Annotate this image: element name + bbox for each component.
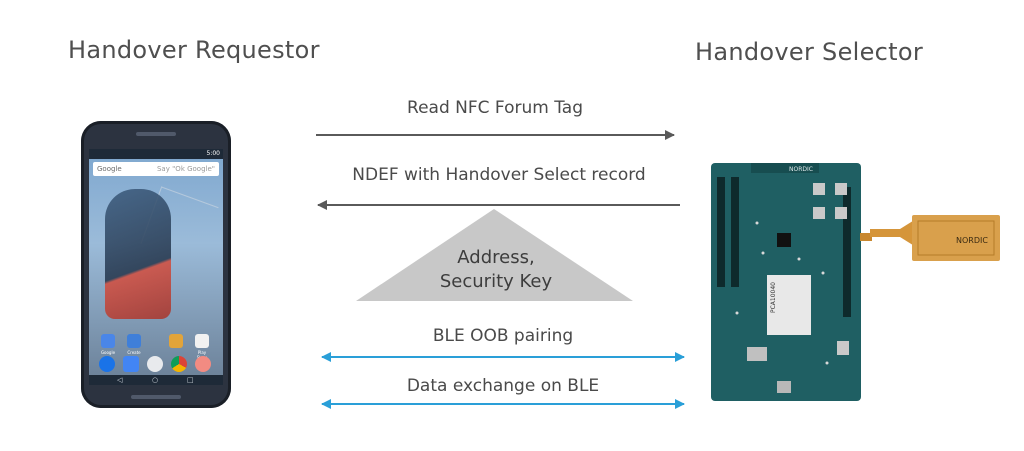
back-icon: ◁: [117, 376, 123, 384]
wallpaper-figure: [105, 189, 171, 319]
phone-status-bar: 5:00: [89, 149, 223, 159]
triangle-label-line1: Address,: [457, 247, 535, 268]
ndef-label: NDEF with Handover Select record: [352, 165, 646, 185]
nfc-antenna-image: NORDIC: [860, 215, 1000, 261]
recents-icon: □: [187, 376, 194, 384]
phone-search-brand: Google: [97, 165, 122, 173]
phone-speaker: [136, 132, 176, 136]
chrome-app-icon: [169, 334, 183, 348]
camera-icon: [195, 356, 211, 372]
triangle-label: Address, Security Key: [384, 246, 608, 294]
create-app-icon: [127, 334, 141, 348]
triangle-label-line2: Security Key: [439, 271, 553, 292]
board-brand-label: NORDIC: [789, 166, 813, 173]
phone-dock: [89, 355, 223, 373]
ble-pairing-label: BLE OOB pairing: [432, 326, 574, 346]
phone-time: 5:00: [206, 150, 220, 157]
board-chip-label: PCA10040: [770, 282, 777, 313]
google-app-icon: [101, 334, 115, 348]
google-app-label: Google: [100, 350, 116, 355]
nfc-dev-board-image: PCA10040 NORDIC: [711, 163, 861, 401]
play-store-icon: [195, 334, 209, 348]
phone-search-hint: Say "Ok Google": [156, 165, 215, 173]
phone-screen: 5:00 Google Say "Ok Google" Google Creat…: [89, 149, 223, 385]
read-tag-label: Read NFC Forum Tag: [407, 98, 583, 118]
app-drawer-icon: [147, 356, 163, 372]
chrome-icon: [171, 356, 187, 372]
selector-heading: Handover Selector: [695, 38, 924, 66]
phone-search-bar: Google Say "Ok Google": [93, 162, 219, 176]
phone-dialer-icon: [99, 356, 115, 372]
antenna-brand-label: NORDIC: [956, 236, 988, 245]
phone-app-row: Google Create Play Store: [95, 334, 217, 360]
messages-icon: [123, 356, 139, 372]
smartphone-image: 5:00 Google Say "Ok Google" Google Creat…: [81, 121, 231, 408]
data-exchange-label: Data exchange on BLE: [406, 376, 600, 396]
create-app-label: Create: [127, 350, 141, 355]
phone-nav-bar: ◁ ○ □: [89, 375, 223, 385]
requestor-heading: Handover Requestor: [68, 36, 320, 64]
home-icon: ○: [152, 376, 159, 384]
phone-bottom-speaker: [131, 395, 181, 399]
payload-triangle: [356, 209, 633, 301]
